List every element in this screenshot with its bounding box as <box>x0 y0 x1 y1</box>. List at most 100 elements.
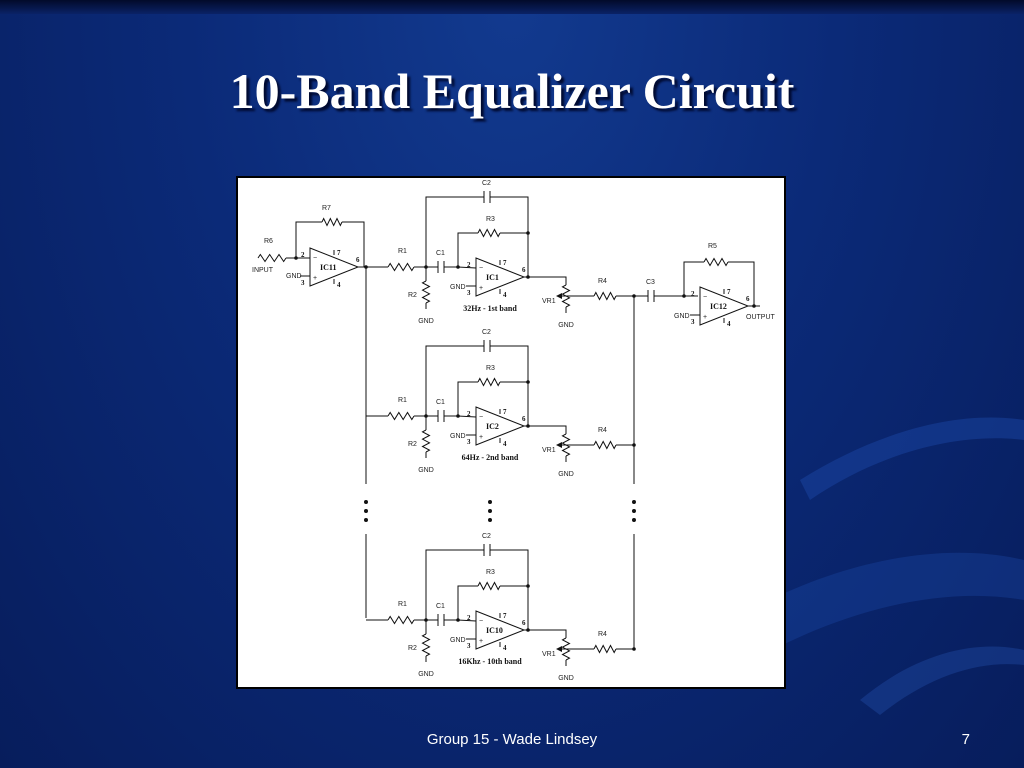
op-amp-chip-label: IC2 <box>486 422 499 431</box>
wire <box>457 232 478 267</box>
resistor-r1 <box>387 615 415 625</box>
potentiometer-wiper <box>556 293 562 299</box>
resistor-label: R5 <box>708 243 717 250</box>
op-amp-minus-sign: − <box>479 618 483 625</box>
resistor-r3 <box>477 581 501 591</box>
resistor-r2 <box>421 429 431 453</box>
junction-dot <box>752 304 756 308</box>
band-label: 16Khz - 10th band <box>458 657 522 666</box>
wire <box>425 196 484 267</box>
resistor-label: R3 <box>486 365 495 372</box>
pin-label: 2 <box>467 614 471 622</box>
resistor-r6 <box>257 253 287 263</box>
resistor-label: R7 <box>322 205 331 212</box>
resistor-r4 <box>593 440 617 450</box>
wire <box>295 221 322 258</box>
pin-label: 7 <box>503 408 507 416</box>
wire <box>457 415 477 418</box>
wire <box>534 629 567 638</box>
wire <box>683 261 704 296</box>
pin-label: 3 <box>467 642 471 650</box>
gnd-label: GND <box>418 318 434 325</box>
potentiometer-wiper <box>556 646 562 652</box>
resistor-r1 <box>387 262 415 272</box>
pin-label: 7 <box>337 249 341 257</box>
junction-dot <box>632 647 636 651</box>
resistor-r1 <box>387 411 415 421</box>
gnd-label: GND <box>450 433 466 440</box>
op-amp-minus-sign: − <box>313 255 317 262</box>
op-amp-symbol <box>475 406 526 446</box>
op-amp-symbol <box>475 610 526 650</box>
pin-label: 3 <box>301 279 305 287</box>
op-amp-plus-sign: + <box>703 314 707 321</box>
op-amp-plus-sign: + <box>479 638 483 645</box>
continuation-dot <box>488 500 492 504</box>
op-amp-chip-label: IC12 <box>710 302 727 311</box>
capacitor-label: C1 <box>436 250 445 257</box>
slide-title: 10-Band Equalizer Circuit <box>229 63 795 119</box>
resistor-r2 <box>421 280 431 304</box>
wire <box>342 221 365 267</box>
capacitor-label: C1 <box>436 399 445 406</box>
continuation-dot <box>364 509 368 513</box>
capacitor-label: C2 <box>482 180 491 187</box>
resistor-label: R1 <box>398 397 407 404</box>
top-bar <box>0 0 1024 14</box>
pin-label: 3 <box>467 438 471 446</box>
band-label: 32Hz - 1st band <box>463 304 517 313</box>
pin-label: 6 <box>746 295 750 303</box>
gnd-label: GND <box>450 637 466 644</box>
gnd-label: GND <box>286 273 302 280</box>
junction-dot <box>526 275 530 279</box>
resistor-r4 <box>593 644 617 654</box>
input-label: INPUT <box>252 267 274 274</box>
pin-label: 3 <box>467 289 471 297</box>
resistor-r3 <box>477 377 501 387</box>
continuation-dot <box>488 509 492 513</box>
gnd-label: GND <box>558 322 574 329</box>
resistor-label: R2 <box>408 645 417 652</box>
resistor-label: R3 <box>486 569 495 576</box>
gnd-label: GND <box>450 284 466 291</box>
capacitor-label: C2 <box>482 329 491 336</box>
footer-text: Group 15 - Wade Lindsey <box>426 731 598 748</box>
op-amp-symbol <box>699 286 750 326</box>
op-amp-chip-label: IC10 <box>486 626 503 635</box>
wire <box>425 549 484 620</box>
op-amp-plus-sign: + <box>479 285 483 292</box>
op-amp-minus-sign: − <box>479 414 483 421</box>
op-amp-minus-sign: − <box>703 294 707 301</box>
pin-label: 3 <box>691 318 695 326</box>
pin-label: 7 <box>503 259 507 267</box>
op-amp-minus-sign: − <box>479 265 483 272</box>
potentiometer-label: VR1 <box>542 651 556 658</box>
wire <box>534 425 567 434</box>
wire <box>728 261 755 306</box>
op-amp-plus-sign: + <box>479 434 483 441</box>
continuation-dot <box>488 518 492 522</box>
wire <box>457 585 478 620</box>
gnd-label: GND <box>558 675 574 682</box>
op-amp-chip-label: IC11 <box>320 263 336 272</box>
resistor-label: R1 <box>398 601 407 608</box>
pin-label: 6 <box>522 619 526 627</box>
page-number: 7 <box>961 731 970 748</box>
output-label: OUTPUT <box>746 314 776 321</box>
gnd-label: GND <box>418 671 434 678</box>
band-label: 64Hz - 2nd band <box>462 453 519 462</box>
wire <box>490 196 529 277</box>
resistor-label: R4 <box>598 278 607 285</box>
resistor-label: R3 <box>486 216 495 223</box>
pin-label: 4 <box>337 281 341 289</box>
potentiometer-label: VR1 <box>542 447 556 454</box>
op-amp-chip-label: IC1 <box>486 273 499 282</box>
continuation-dot <box>632 518 636 522</box>
resistor-label: R4 <box>598 631 607 638</box>
wire <box>457 381 478 416</box>
junction-dot <box>526 424 530 428</box>
pin-label: 2 <box>467 410 471 418</box>
capacitor-label: C1 <box>436 603 445 610</box>
resistor-r5 <box>703 257 729 267</box>
